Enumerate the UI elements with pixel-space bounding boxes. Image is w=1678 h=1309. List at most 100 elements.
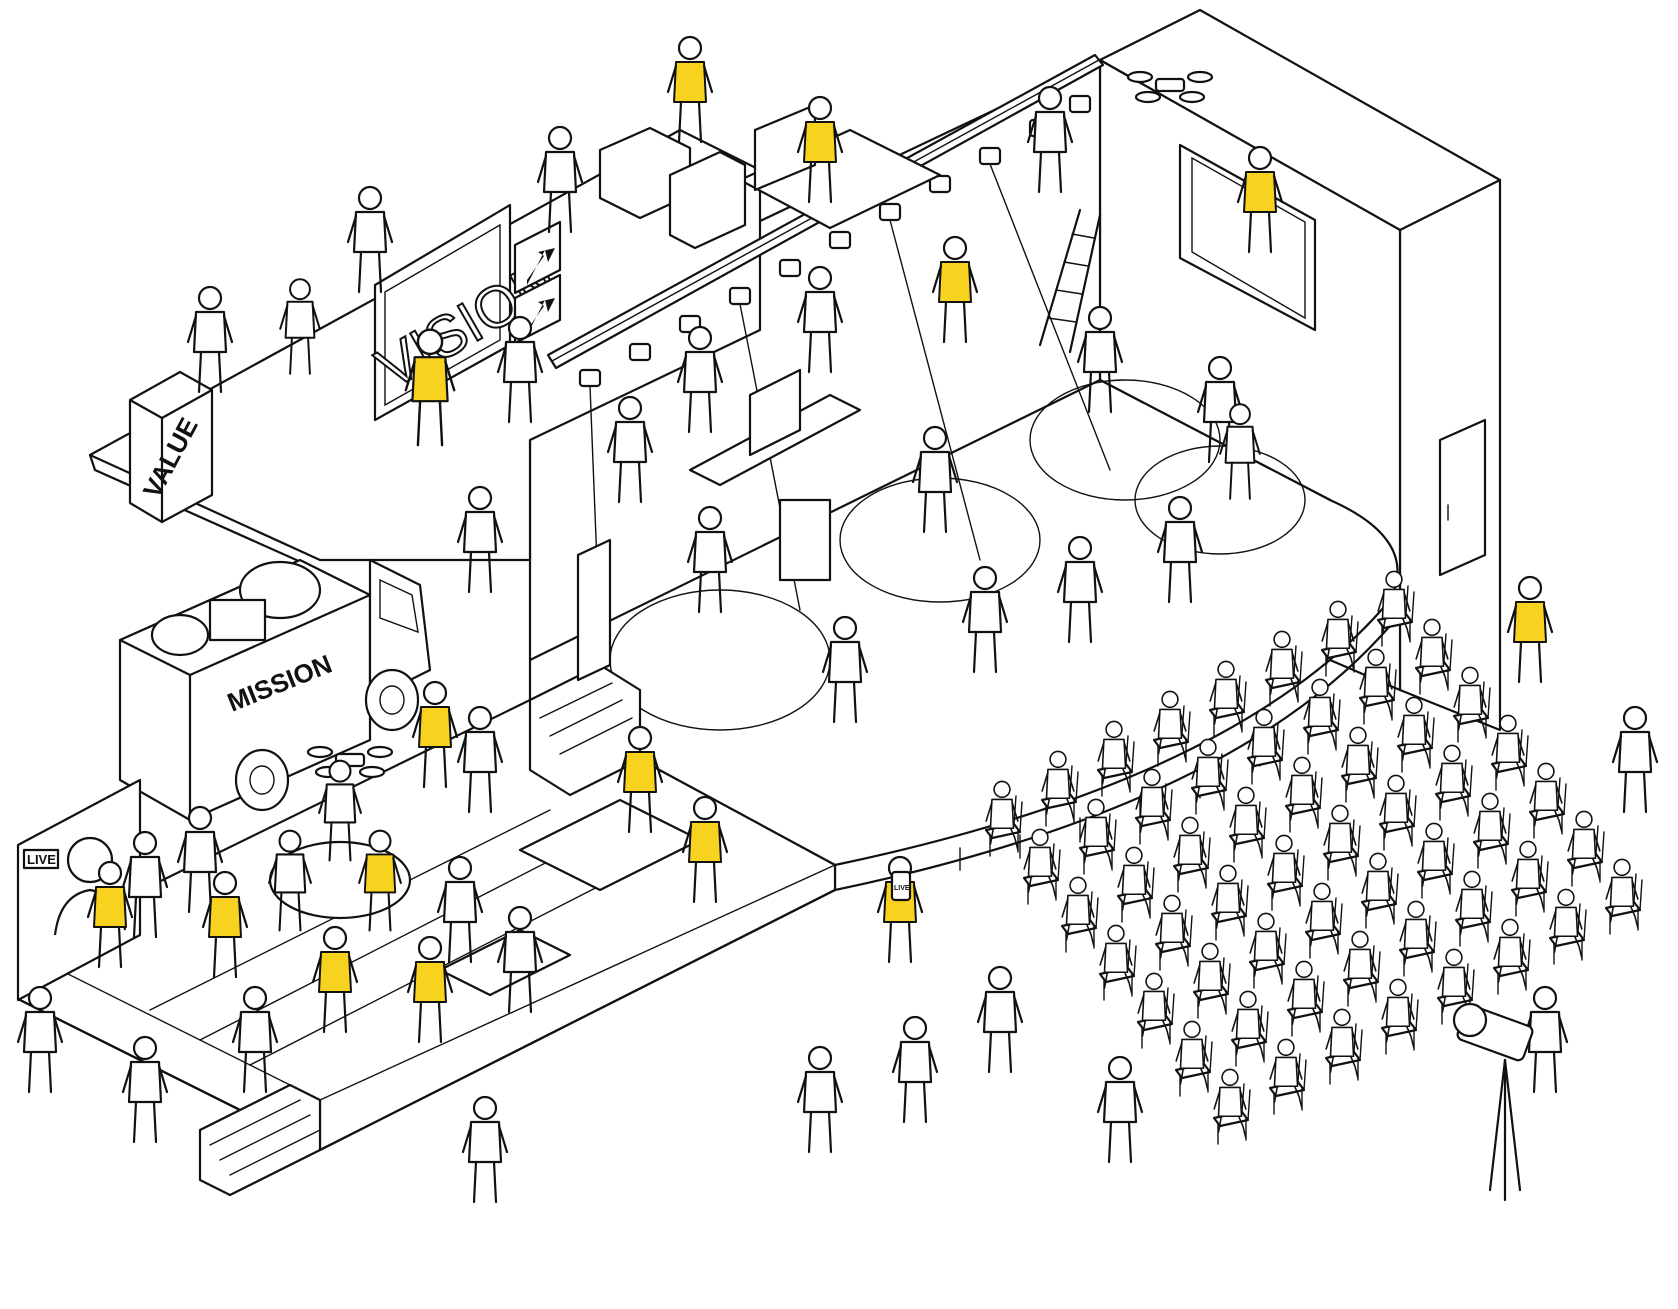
person-figure xyxy=(1453,666,1487,737)
person-figure xyxy=(1305,882,1339,953)
live-phone-label: LIVE xyxy=(894,885,910,892)
person-figure xyxy=(1287,960,1321,1031)
person-figure xyxy=(1191,738,1225,809)
person-figure xyxy=(976,965,1024,1074)
person-figure xyxy=(796,1045,844,1154)
person-figure xyxy=(1437,948,1471,1019)
person-figure xyxy=(1417,822,1451,893)
person-figure xyxy=(1193,942,1227,1013)
person-figure xyxy=(1209,660,1243,731)
person-figure xyxy=(1023,828,1057,899)
person-figure xyxy=(1137,972,1171,1043)
value-box: VALUE xyxy=(128,370,214,524)
person-figure xyxy=(268,829,312,932)
person-figure xyxy=(1213,1068,1247,1139)
person-figure xyxy=(16,985,64,1094)
person-figure xyxy=(318,759,362,862)
person-figure xyxy=(1099,924,1133,995)
truck-icon xyxy=(118,558,432,822)
person-figure xyxy=(1269,1038,1303,1109)
person-figure xyxy=(346,185,394,294)
person-figure xyxy=(404,328,456,447)
person-figure xyxy=(891,1015,939,1124)
person-figure xyxy=(1341,726,1375,797)
person-figure xyxy=(201,870,249,979)
person-figure xyxy=(1061,876,1095,947)
person-figure xyxy=(1399,900,1433,971)
person-figure xyxy=(1211,864,1245,935)
person-figure xyxy=(1605,858,1639,929)
person-figure xyxy=(1079,798,1113,869)
people xyxy=(16,35,1659,1204)
person-figure xyxy=(606,395,654,504)
person-figure xyxy=(676,325,724,434)
person-figure xyxy=(1303,678,1337,749)
person-figure xyxy=(796,95,844,204)
person-figure xyxy=(1455,870,1489,941)
person-figure xyxy=(1056,535,1104,644)
person-figure xyxy=(176,805,224,914)
person-figure xyxy=(1285,756,1319,827)
person-figure xyxy=(1377,570,1411,641)
person-figure xyxy=(1379,774,1413,845)
person-figure xyxy=(666,35,714,144)
person-figure xyxy=(1549,888,1583,959)
person-figure xyxy=(456,485,504,594)
person-figure xyxy=(1041,750,1075,821)
person-figure xyxy=(821,615,869,724)
person-figure xyxy=(796,265,844,374)
person-figure xyxy=(931,235,979,344)
person-figure xyxy=(456,705,504,814)
person-figure xyxy=(461,1095,509,1204)
person-figure xyxy=(1155,894,1189,965)
person-figure xyxy=(1361,852,1395,923)
person-figure xyxy=(1175,1020,1209,1091)
person-figure xyxy=(961,565,1009,674)
person-figure xyxy=(1493,918,1527,989)
person-figure xyxy=(1567,810,1601,881)
person-figure xyxy=(1117,846,1151,917)
arrow-up-right-icon xyxy=(527,248,555,335)
person-figure xyxy=(1265,630,1299,701)
person-figure xyxy=(1325,1008,1359,1079)
person-figure xyxy=(1611,705,1659,814)
person-figure xyxy=(1321,600,1355,671)
person-figure xyxy=(1529,762,1563,833)
person-figure xyxy=(411,680,459,789)
camera-icon xyxy=(1452,1002,1534,1202)
person-figure xyxy=(1381,978,1415,1049)
person-figure xyxy=(1506,575,1554,684)
ladder-icon xyxy=(1038,208,1102,354)
person-figure xyxy=(536,125,584,234)
person-figure xyxy=(1135,768,1169,839)
person-figure xyxy=(1173,816,1207,887)
person-figure xyxy=(1156,495,1204,604)
person-figure xyxy=(1247,708,1281,779)
person-figure xyxy=(1196,355,1244,464)
person-figure xyxy=(1231,990,1265,1061)
drone-icon xyxy=(306,70,1214,779)
person-figure xyxy=(231,985,279,1094)
person-figure xyxy=(1397,696,1431,767)
person-figure xyxy=(1491,714,1525,785)
person-figure xyxy=(406,935,454,1044)
person-figure xyxy=(1435,744,1469,815)
person-figure xyxy=(681,795,729,904)
audience-area xyxy=(984,570,1643,1145)
person-figure xyxy=(1219,403,1261,500)
person-figure xyxy=(1323,804,1357,875)
person-figure xyxy=(121,830,169,939)
person-figure xyxy=(358,829,402,932)
person-figure xyxy=(1249,912,1283,983)
person-figure xyxy=(1229,786,1263,857)
spotlight-icon xyxy=(578,94,1092,388)
person-figure xyxy=(1096,1055,1144,1164)
live-phone: LIVE xyxy=(890,870,912,902)
live-screen-label: LIVE xyxy=(27,852,56,867)
person-figure xyxy=(1153,690,1187,761)
person-figure xyxy=(1359,648,1393,719)
person-figure xyxy=(86,860,134,969)
person-figure xyxy=(1473,792,1507,863)
person-figure xyxy=(311,925,359,1034)
